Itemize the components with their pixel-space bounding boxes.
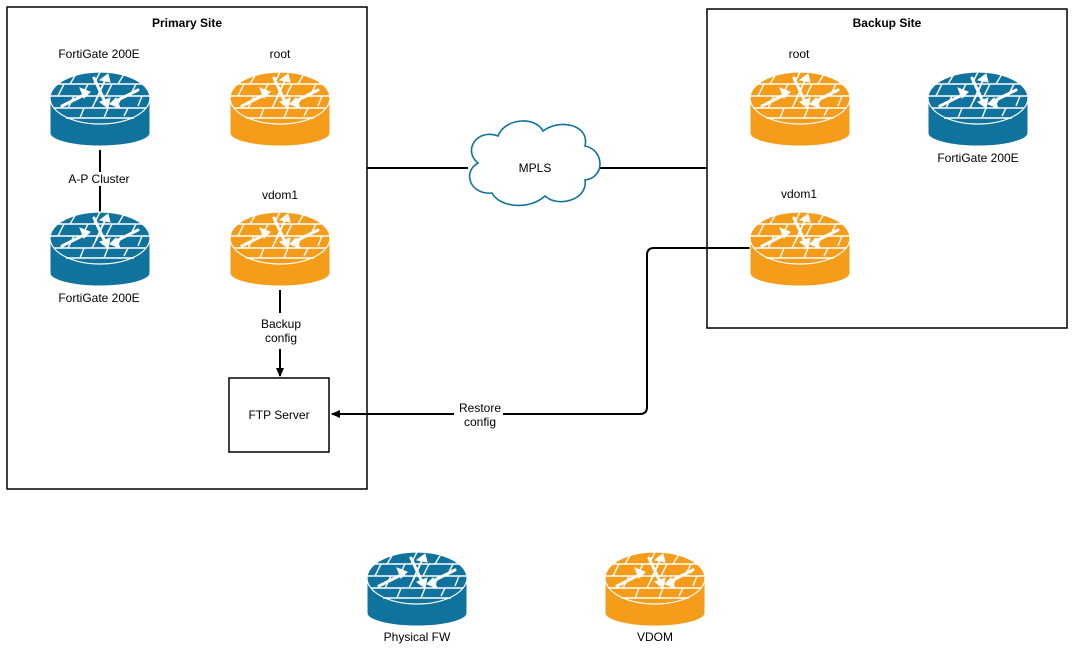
fortigate-primary-bottom	[49, 211, 151, 287]
legend-vdom-icon	[604, 551, 706, 627]
restore-config-arrow	[503, 247, 751, 415]
mpls-label: MPLS	[519, 161, 552, 175]
legend-physical-fw-icon	[366, 551, 468, 627]
vdom-vdom1-primary-label: vdom1	[262, 188, 298, 202]
fortigate-backup	[927, 71, 1029, 147]
backup-site-title: Backup Site	[853, 16, 922, 30]
primary-site-container	[6, 6, 368, 490]
fortigate-primary-top-label: FortiGate 200E	[58, 47, 139, 61]
mpls-cloud: MPLS	[468, 120, 601, 207]
vdom-root-primary-label: root	[270, 47, 291, 61]
vdom-root-backup-label: root	[789, 47, 810, 61]
legend-vdom-label: VDOM	[637, 630, 673, 644]
vdom-root-backup	[749, 71, 851, 147]
cluster-label: A-P Cluster	[68, 172, 129, 186]
vdom-vdom1-backup-label: vdom1	[781, 187, 817, 201]
primary-site-title: Primary Site	[152, 16, 222, 30]
backup-config-label-line2: config	[265, 331, 297, 345]
vdom-vdom1-primary	[229, 211, 331, 287]
restore-config-label-line1: Restore	[459, 401, 501, 415]
legend-physical-fw-label: Physical FW	[384, 630, 451, 644]
vdom-root-primary	[229, 71, 331, 147]
fortigate-backup-label: FortiGate 200E	[937, 151, 1018, 165]
ftp-server-label: FTP Server	[248, 408, 309, 422]
fortigate-primary-bottom-label: FortiGate 200E	[58, 291, 139, 305]
restore-config-label-line2: config	[464, 415, 496, 429]
fortigate-primary-top	[49, 71, 151, 147]
vdom-vdom1-backup	[749, 211, 851, 287]
ftp-server	[228, 377, 330, 453]
backup-config-label-line1: Backup	[261, 317, 301, 331]
